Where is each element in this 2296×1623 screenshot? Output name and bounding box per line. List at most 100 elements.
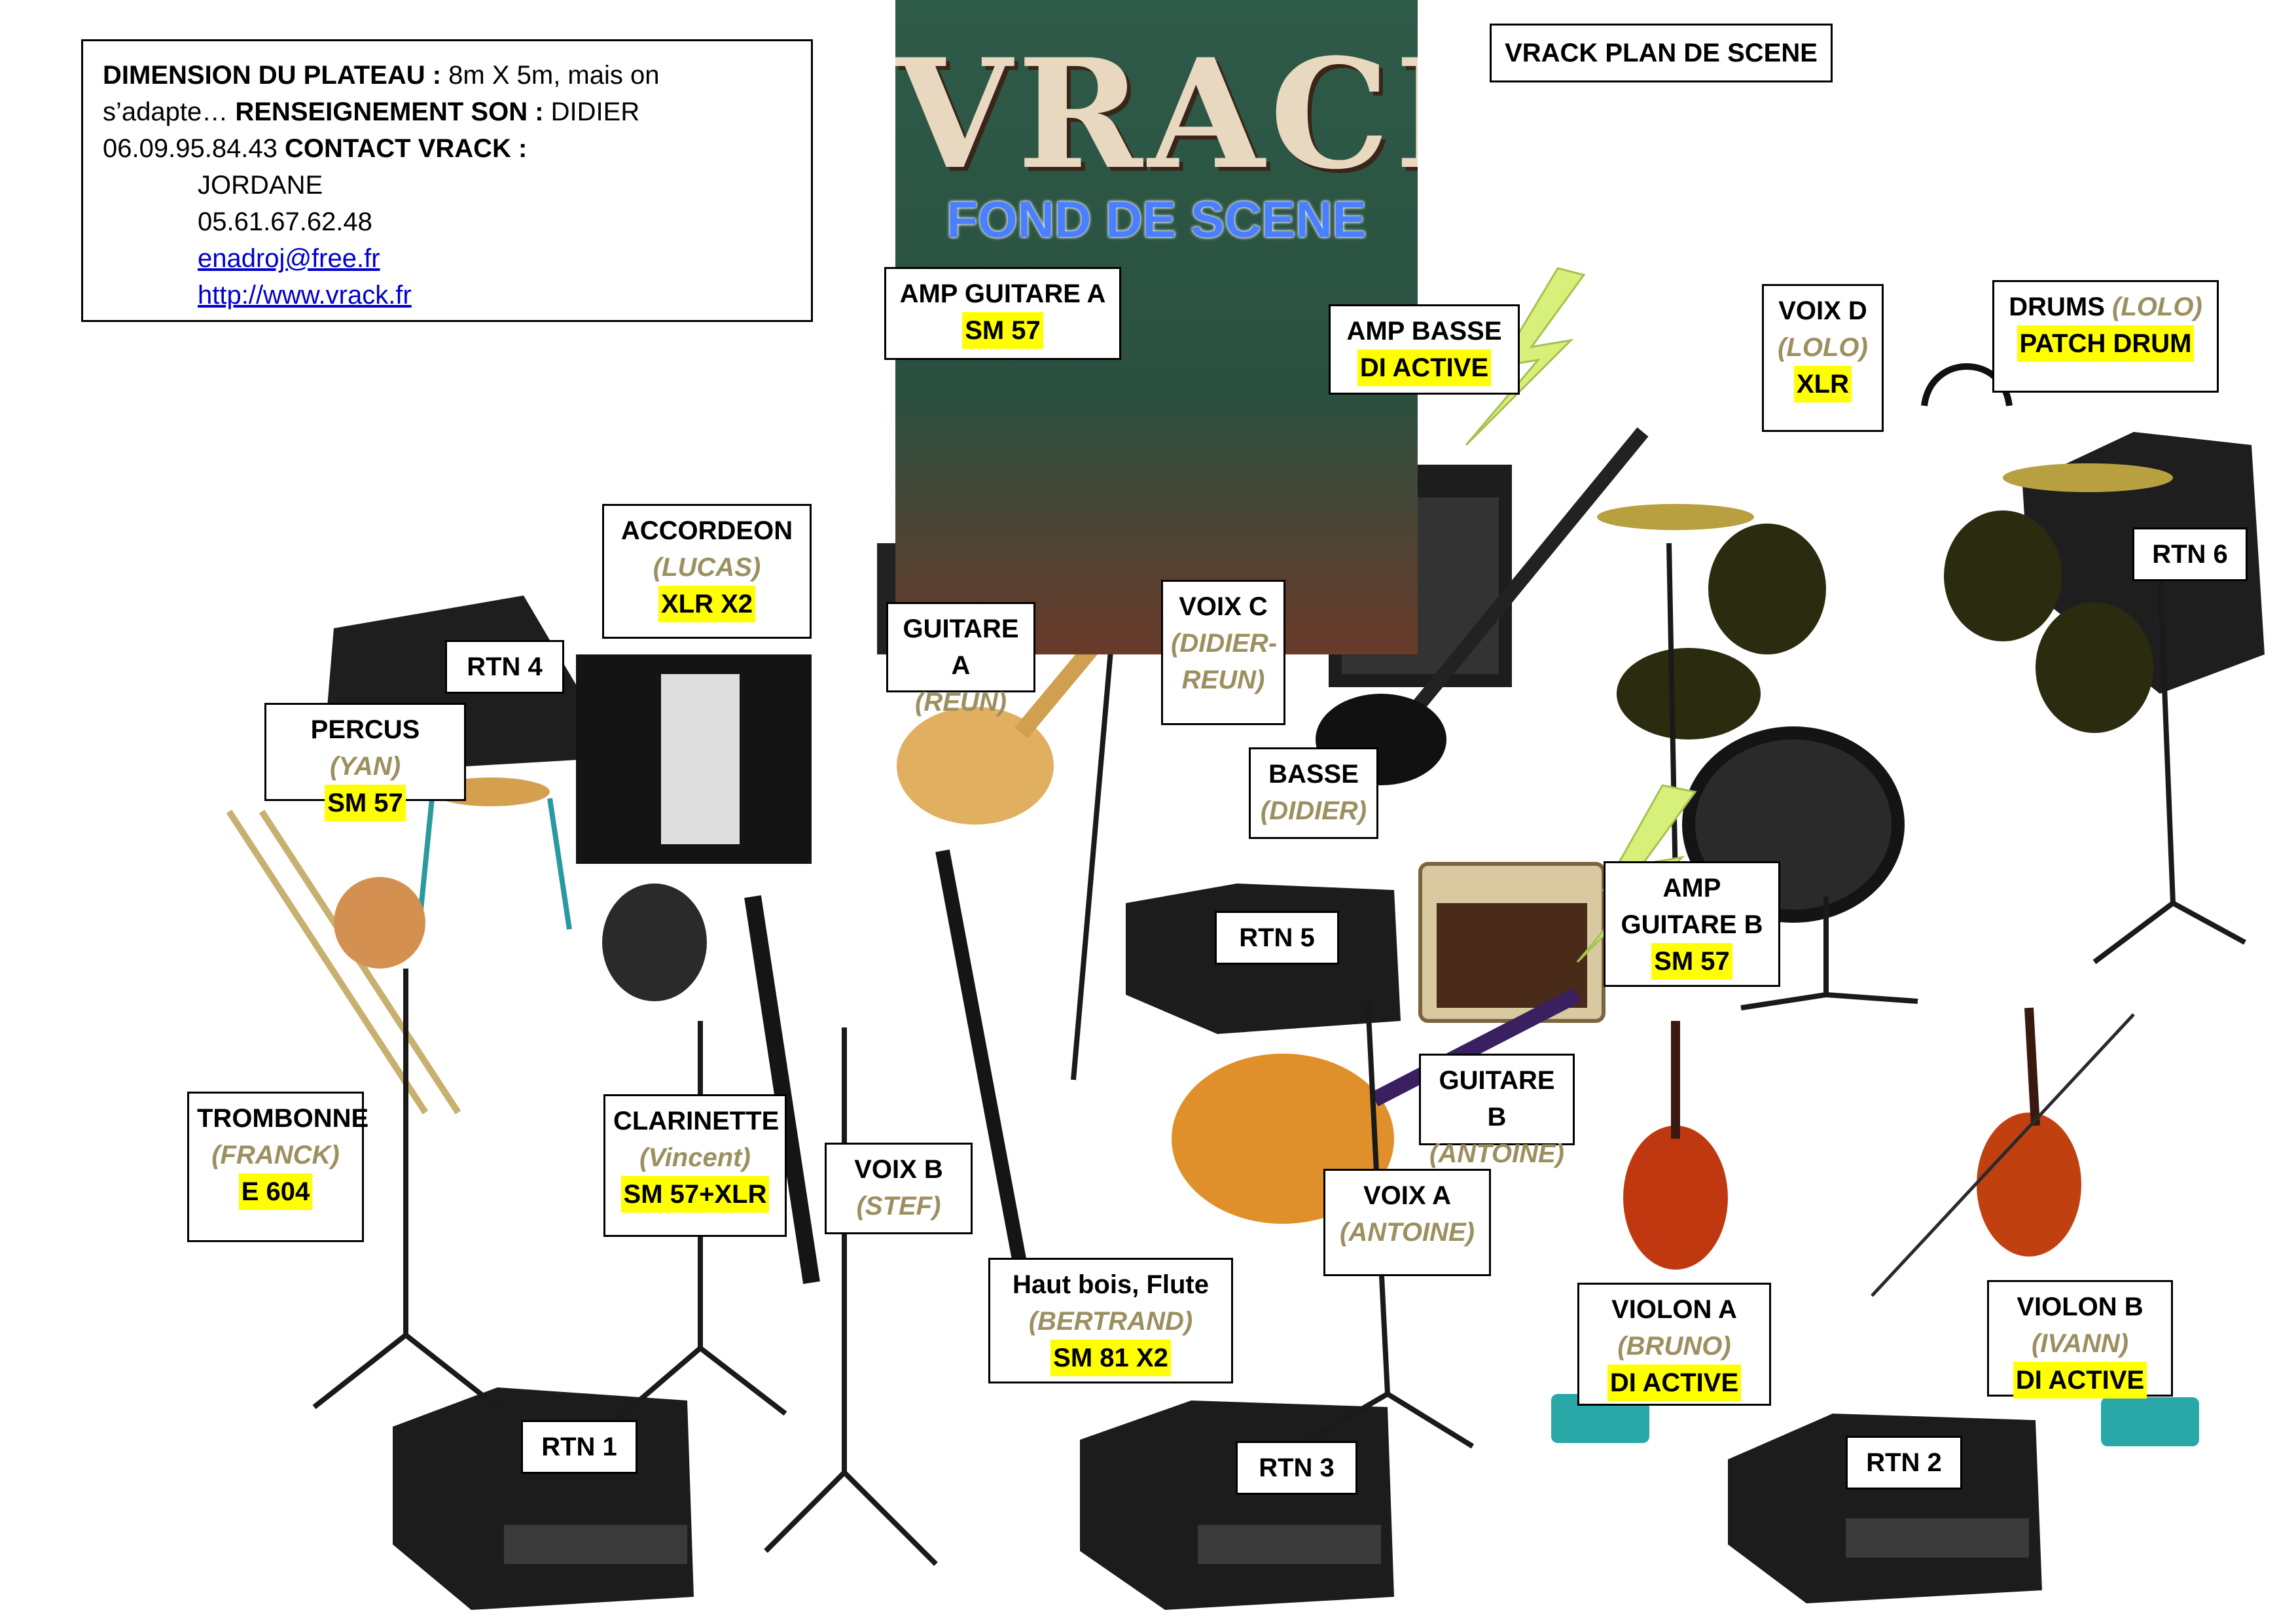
label-amp-basse: AMP BASSE DI ACTIVE — [1329, 304, 1520, 395]
label-accordeon-tag: XLR X2 — [658, 586, 756, 622]
plateau-value: 8m X 5m, mais on s’adapte… — [103, 61, 660, 126]
label-amp-guitare-a-tag: SM 57 — [962, 312, 1043, 349]
label-percus-name: PERCUS — [310, 715, 420, 744]
label-voix-a-who: (ANTOINE) — [1340, 1218, 1475, 1247]
di-box-violon-a — [1551, 1394, 1649, 1443]
label-rtn2: RTN 2 — [1846, 1436, 1962, 1489]
label-rtn1: RTN 1 — [521, 1420, 637, 1474]
label-voix-b-name: VOIX B — [854, 1155, 943, 1184]
label-guitare-b: GUITARE B (ANTOINE) — [1419, 1054, 1575, 1168]
label-violon-a-tag: DI ACTIVE — [1607, 1364, 1742, 1401]
page-title: VRACK PLAN DE SCENE — [1490, 24, 1833, 82]
label-trombonne: TROMBONNE (FRANCK) E 604 — [187, 1092, 369, 1242]
label-voix-b-who: (STEF) — [856, 1192, 941, 1221]
label-amp-guitare-a-name: AMP GUITARE A — [899, 279, 1106, 308]
label-drums-tag: PATCH DRUM — [2017, 325, 2195, 362]
label-voix-d-name: VOIX D — [1778, 296, 1867, 325]
contact-info-box: DIMENSION DU PLATEAU : 8m X 5m, mais on … — [81, 39, 813, 322]
violin-a — [1623, 1021, 1728, 1270]
label-drums: DRUMS (LOLO) PATCH DRUM — [1992, 280, 2219, 393]
contact-email-link[interactable]: enadroj@free.fr — [198, 244, 380, 273]
label-violon-b-who: (IVANN) — [2031, 1329, 2129, 1358]
label-rtn4: RTN 4 — [445, 640, 564, 694]
label-voix-d: VOIX D (LOLO) XLR — [1762, 284, 1884, 432]
label-rtn6: RTN 6 — [2132, 527, 2248, 581]
label-drums-who: (LOLO) — [2112, 293, 2202, 321]
label-hautbois-who: (BERTRAND) — [1028, 1307, 1193, 1336]
accordion — [576, 654, 812, 864]
label-rtn1-name: RTN 1 — [541, 1433, 617, 1461]
label-amp-basse-tag: DI ACTIVE — [1357, 349, 1492, 386]
contact-label: CONTACT VRACK : — [285, 134, 528, 163]
label-percus-who: (YAN) — [329, 752, 401, 781]
label-violon-b-name: VIOLON B — [2017, 1293, 2144, 1321]
poster-subtitle: FOND DE SCENE — [946, 190, 1367, 248]
label-voix-d-tag: XLR — [1794, 366, 1852, 402]
label-voix-c-name: VOIX C — [1179, 592, 1268, 621]
label-guitare-a: GUITARE A (REUN) — [886, 602, 1035, 717]
label-hautbois-name: Haut bois, Flute — [1013, 1270, 1209, 1299]
label-voix-c-who1: (DIDIER- — [1171, 629, 1278, 658]
label-amp-guitare-b-tag: SM 57 — [1651, 943, 1732, 980]
label-voix-a-name: VOIX A — [1363, 1181, 1452, 1210]
guitar-amp-b — [1418, 862, 1605, 1023]
drum-kit — [1597, 463, 2173, 923]
label-clarinette: CLARINETTE (Vincent) SM 57+XLR — [603, 1094, 787, 1237]
plateau-label: DIMENSION DU PLATEAU : — [103, 61, 442, 90]
contact-site-link[interactable]: http://www.vrack.fr — [198, 281, 412, 310]
oboe — [935, 849, 1028, 1272]
label-voix-c: VOIX C (DIDIER- REUN) — [1161, 580, 1285, 725]
label-clarinette-tag: SM 57+XLR — [620, 1176, 770, 1213]
label-guitare-a-name: GUITARE A — [903, 615, 1019, 680]
label-violon-b-tag: DI ACTIVE — [2013, 1362, 2147, 1399]
label-rtn5-name: RTN 5 — [1239, 923, 1315, 952]
rtn3-monitor — [1080, 1400, 1394, 1610]
poster-logo: VRACK — [895, 26, 1418, 203]
label-accordeon: ACCORDEON (LUCAS) XLR X2 — [602, 504, 812, 639]
mic-stands — [312, 543, 2246, 1566]
label-accordeon-who: (LUCAS) — [653, 553, 761, 582]
label-hautbois-tag: SM 81 X2 — [1050, 1340, 1171, 1376]
label-rtn3-name: RTN 3 — [1259, 1454, 1335, 1482]
label-amp-basse-name: AMP BASSE — [1346, 317, 1502, 346]
label-trombonne-name: TROMBONNE — [197, 1104, 369, 1133]
di-box-violon-b — [2101, 1397, 2199, 1446]
label-hautbois: Haut bois, Flute (BERTRAND) SM 81 X2 — [988, 1258, 1233, 1383]
label-clarinette-name: CLARINETTE — [613, 1107, 780, 1135]
label-basse: BASSE (DIDIER) — [1249, 747, 1378, 839]
label-rtn5: RTN 5 — [1215, 911, 1339, 965]
label-guitare-b-name: GUITARE B — [1439, 1066, 1555, 1132]
label-voix-a: VOIX A (ANTOINE) — [1323, 1169, 1491, 1276]
label-guitare-a-who: (REUN) — [915, 688, 1007, 717]
rtn2-monitor — [1728, 1414, 2042, 1603]
label-drums-name: DRUMS — [2009, 293, 2105, 321]
label-amp-guitare-b: AMP GUITARE B SM 57 — [1604, 861, 1780, 987]
label-amp-guitare-a: AMP GUITARE A SM 57 — [884, 267, 1121, 360]
label-rtn6-name: RTN 6 — [2152, 540, 2228, 569]
label-trombonne-who: (FRANCK) — [211, 1141, 340, 1169]
label-violon-b: VIOLON B (IVANN) DI ACTIVE — [1987, 1280, 2173, 1399]
label-basse-who: (DIDIER) — [1260, 796, 1367, 825]
label-violon-a: VIOLON A (BRUNO) DI ACTIVE — [1577, 1283, 1771, 1406]
label-rtn2-name: RTN 2 — [1866, 1448, 1942, 1477]
contact-name: JORDANE — [198, 171, 323, 200]
label-voix-c-who2: REUN) — [1181, 666, 1265, 694]
violin-b — [1871, 1007, 2135, 1297]
clarinet — [744, 895, 820, 1284]
label-trombonne-tag: E 604 — [238, 1173, 313, 1210]
label-accordeon-name: ACCORDEON — [620, 516, 793, 545]
son-label: RENSEIGNEMENT SON : — [235, 98, 544, 126]
label-basse-name: BASSE — [1268, 760, 1359, 789]
label-percus-tag: SM 57 — [325, 785, 406, 821]
label-violon-a-name: VIOLON A — [1611, 1295, 1737, 1324]
label-guitare-b-who: (ANTOINE) — [1429, 1139, 1564, 1168]
contact-phone: 05.61.67.62.48 — [198, 207, 372, 236]
son-value: DIDIER 06.09.95.84.43 — [103, 98, 640, 163]
label-amp-guitare-b-name2: GUITARE B — [1621, 910, 1763, 939]
label-rtn4-name: RTN 4 — [467, 652, 543, 681]
label-amp-guitare-b-name1: AMP — [1662, 874, 1721, 902]
label-rtn3: RTN 3 — [1236, 1441, 1357, 1495]
label-clarinette-who: (Vincent) — [639, 1143, 751, 1172]
label-voix-d-who: (LOLO) — [1778, 333, 1868, 362]
label-violon-a-who: (BRUNO) — [1617, 1332, 1731, 1361]
